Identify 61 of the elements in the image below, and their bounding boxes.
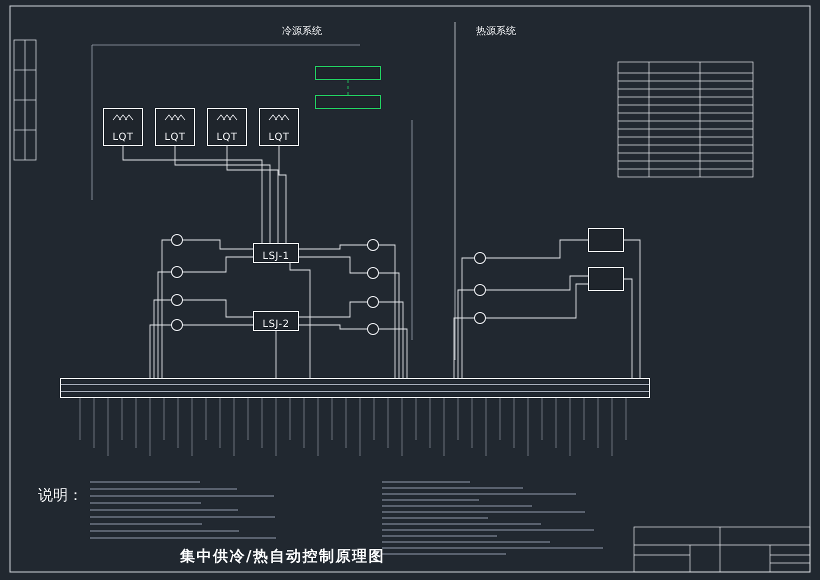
pump-symbol (474, 312, 486, 324)
pipe-line (154, 300, 172, 378)
pipe-line (122, 146, 262, 244)
pump-symbol (171, 266, 183, 278)
chiller-unit (253, 243, 299, 263)
equipment-box (315, 95, 381, 109)
pump-symbol (367, 323, 379, 335)
pipe-line (624, 278, 632, 378)
chiller-unit (253, 311, 299, 331)
pump-symbol (171, 319, 183, 331)
drawing-title: 集中供冷/热自动控制原理图 (180, 546, 385, 567)
equipment-box (588, 228, 624, 252)
unit-label: LSJ-2 (262, 320, 290, 330)
pipe-line (278, 146, 286, 244)
cooling-tower (207, 108, 247, 146)
pipe-line (462, 258, 474, 378)
pipe-line (150, 324, 172, 378)
pipe-line (458, 290, 474, 378)
cooling-tower (155, 108, 195, 146)
pipe-line (378, 328, 408, 378)
pipe-line (486, 284, 588, 318)
pipe-line (290, 262, 310, 378)
pump-symbol (171, 234, 183, 246)
equipment-box (315, 66, 381, 80)
pipe-line (298, 324, 368, 330)
pipe-line (226, 146, 278, 244)
unit-label: LSJ-1 (262, 252, 290, 262)
unit-label: LQT (164, 133, 186, 143)
pump-symbol (474, 252, 486, 264)
pipe-line (298, 244, 368, 250)
pump-symbol (474, 284, 486, 296)
pipe-line (182, 324, 254, 326)
pipe-line (182, 240, 254, 250)
pipe-line (158, 272, 172, 378)
pipe-line (486, 240, 588, 258)
pipe-line (624, 240, 640, 378)
pipe-line (182, 256, 254, 272)
pump-symbol (367, 296, 379, 308)
pipe-line (378, 244, 396, 378)
pipe-line (298, 302, 368, 318)
cooling-tower (103, 108, 143, 146)
cooling-tower (259, 108, 299, 146)
equipment-box (588, 267, 624, 291)
notes-heading: 说明： (38, 485, 83, 506)
terminal-bus-bar (60, 378, 650, 398)
pipe-line (162, 240, 172, 378)
unit-label: LQT (216, 133, 238, 143)
pipe-line (182, 300, 254, 318)
pump-symbol (171, 294, 183, 306)
pipe-line (454, 318, 474, 378)
unit-label: LQT (112, 133, 134, 143)
section-heading: 冷源系统 (282, 24, 322, 39)
pump-symbol (367, 239, 379, 251)
pipe-line (378, 302, 404, 378)
pump-symbol (367, 267, 379, 279)
pipe-line (486, 276, 588, 290)
section-heading: 热源系统 (476, 24, 516, 39)
pipe-line (174, 146, 270, 244)
pipe-line (378, 272, 400, 378)
unit-label: LQT (268, 133, 290, 143)
pipe-line (298, 256, 368, 274)
